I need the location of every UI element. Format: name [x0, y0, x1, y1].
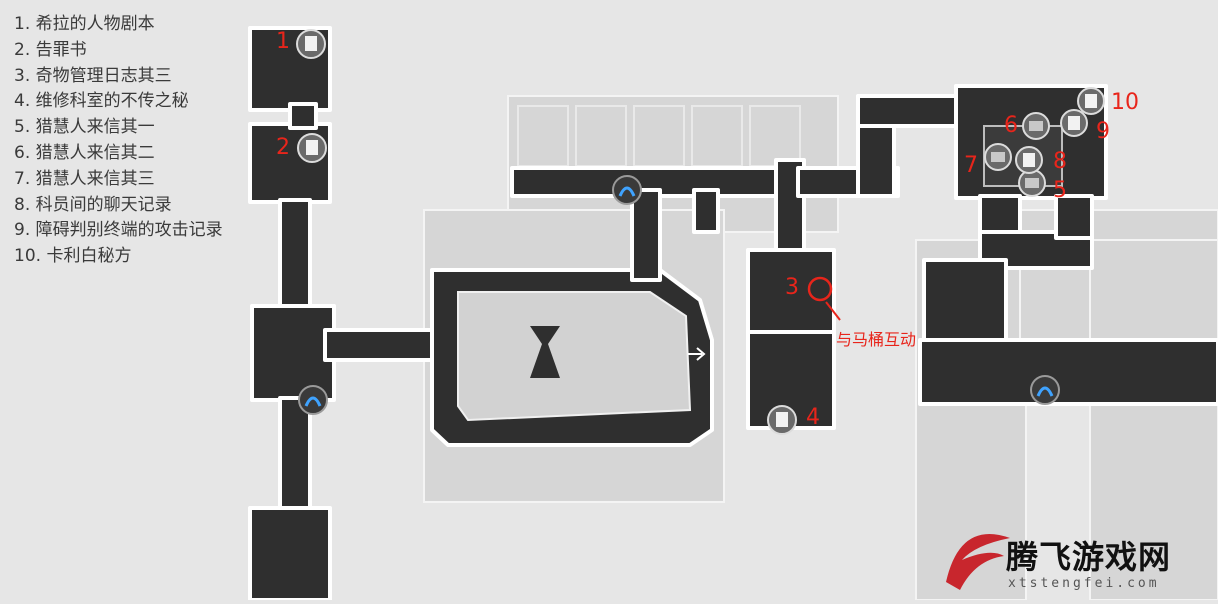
space-anchor-icon — [1036, 386, 1054, 397]
document-icon — [1068, 116, 1080, 130]
marker-number-9: 9 — [1096, 119, 1110, 144]
background-structures — [423, 95, 1218, 601]
watermark-url: xtstengfei.com — [1008, 576, 1160, 591]
marker-4[interactable] — [767, 405, 797, 435]
pointer-arrow — [825, 301, 841, 321]
letter-icon — [991, 152, 1005, 162]
chat-log-icon — [1023, 153, 1035, 167]
space-anchor-1[interactable] — [612, 175, 642, 205]
ring-interior — [457, 291, 692, 422]
document-icon — [1085, 94, 1097, 108]
marker-number-5: 5 — [1053, 178, 1067, 203]
watermark-logo — [946, 533, 1010, 590]
marker-number-1: 1 — [276, 29, 290, 54]
document-icon — [305, 36, 317, 51]
letter-icon — [1029, 121, 1043, 131]
marker-9[interactable] — [1060, 109, 1088, 137]
document-icon — [306, 140, 318, 155]
legend-item: 10. 卡利白秘方 — [14, 246, 132, 267]
marker-3[interactable] — [807, 276, 841, 321]
hourglass-icon — [530, 326, 560, 378]
arrow-right-icon — [688, 347, 706, 361]
space-anchor-2[interactable] — [298, 385, 328, 415]
legend-item: 6. 猎慧人来信其二 — [14, 142, 155, 163]
letter-icon — [1025, 178, 1039, 188]
marker-number-6: 6 — [1004, 113, 1018, 138]
marker-number-8: 8 — [1053, 149, 1067, 174]
marker-number-3: 3 — [785, 275, 799, 300]
marker-number-4: 4 — [806, 405, 820, 430]
legend-list: 1. 希拉的人物剧本 2. 告罪书 3. 奇物管理日志其三 4. 维修科室的不传… — [14, 12, 223, 270]
document-icon — [776, 412, 788, 427]
watermark-brand: 腾飞游戏网 — [1006, 538, 1172, 576]
marker-6[interactable] — [1022, 112, 1050, 140]
marker-1[interactable] — [296, 29, 326, 59]
marker-10[interactable] — [1077, 87, 1105, 115]
legend-item: 4. 维修科室的不传之秘 — [14, 91, 189, 112]
legend-item: 1. 希拉的人物剧本 — [14, 14, 155, 34]
toilet-interaction-note: 与马桶互动 — [836, 330, 917, 349]
legend-item: 2. 告罪书 — [14, 39, 87, 60]
marker-number-10: 10 — [1111, 90, 1139, 115]
marker-number-7: 7 — [964, 153, 978, 178]
space-anchor-3[interactable] — [1030, 375, 1060, 405]
space-anchor-icon — [618, 186, 636, 197]
legend-item: 7. 猎慧人来信其三 — [14, 168, 155, 189]
marker-7[interactable] — [984, 143, 1012, 171]
legend-item: 3. 奇物管理日志其三 — [14, 65, 172, 86]
legend-item: 5. 猎慧人来信其一 — [14, 117, 155, 138]
legend-item: 9. 障碍判别终端的攻击记录 — [14, 220, 223, 241]
marker-5[interactable] — [1018, 169, 1046, 197]
legend-item: 8. 科员间的聊天记录 — [14, 194, 172, 215]
marker-2[interactable] — [297, 133, 327, 163]
marker-8[interactable] — [1015, 146, 1043, 174]
circle-marker-icon — [807, 276, 833, 302]
marker-number-2: 2 — [276, 135, 290, 160]
space-anchor-icon — [304, 396, 322, 407]
